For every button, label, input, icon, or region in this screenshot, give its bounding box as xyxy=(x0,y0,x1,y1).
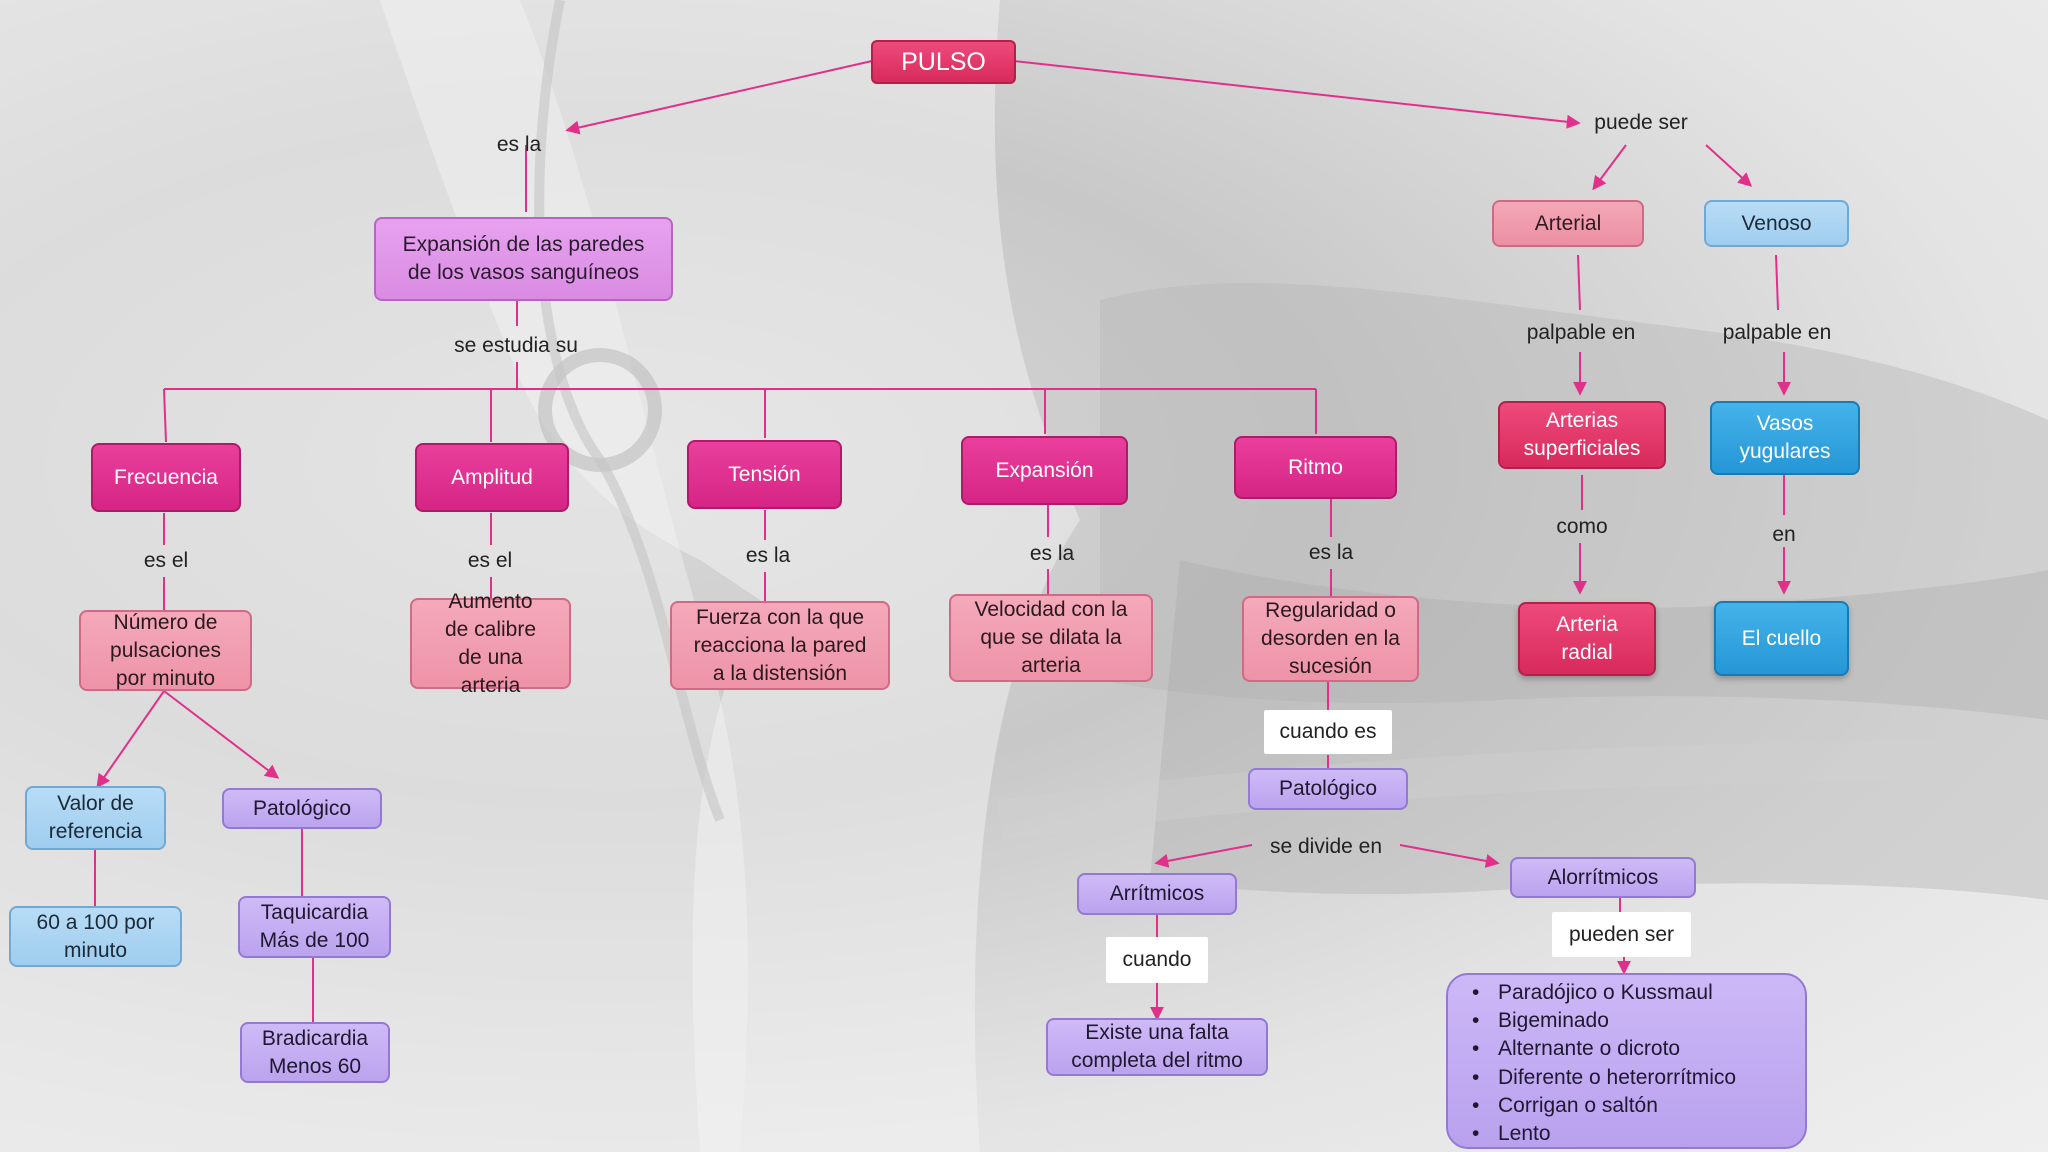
node-ritmo[interactable]: Ritmo xyxy=(1234,436,1397,499)
list-item: Bigeminado xyxy=(1472,1007,1795,1035)
node-60-a-100[interactable]: 60 a 100 por minuto xyxy=(9,906,182,967)
node-frecuencia[interactable]: Frecuencia xyxy=(91,443,241,512)
list-item: Paradójico o Kussmaul xyxy=(1472,979,1795,1007)
node-velocidad-dilata[interactable]: Velocidad con la que se dilata la arteri… xyxy=(949,594,1153,682)
list-item: Corrigan o saltón xyxy=(1472,1092,1795,1120)
node-bradicardia[interactable]: Bradicardia Menos 60 xyxy=(240,1022,390,1083)
node-taquicardia[interactable]: Taquicardia Más de 100 xyxy=(238,896,391,958)
root-node-pulso[interactable]: PULSO xyxy=(871,40,1016,84)
node-fuerza-pared[interactable]: Fuerza con la que reacciona la pared a l… xyxy=(670,601,890,690)
label-pueden-ser: pueden ser xyxy=(1552,912,1691,957)
label-palpable-en-arterial: palpable en xyxy=(1526,321,1636,344)
label-tension-es-la: es la xyxy=(745,544,791,567)
label-es-la: es la xyxy=(496,133,542,156)
label-puede-ser: puede ser xyxy=(1594,111,1688,134)
node-tension[interactable]: Tensión xyxy=(687,440,842,509)
list-item: Lento xyxy=(1472,1120,1795,1148)
label-cuando: cuando xyxy=(1106,937,1208,983)
node-el-cuello[interactable]: El cuello xyxy=(1714,601,1849,676)
label-cuando-es: cuando es xyxy=(1264,710,1392,754)
node-arterial[interactable]: Arterial xyxy=(1492,200,1644,247)
node-patologico-ritmo[interactable]: Patológico xyxy=(1248,768,1408,810)
label-ritmo-es-la: es la xyxy=(1308,541,1354,564)
node-aumento-calibre[interactable]: Aumento de calibre de una arteria xyxy=(410,590,571,697)
label-se-estudia-su: se estudia su xyxy=(454,334,578,357)
node-venoso[interactable]: Venoso xyxy=(1704,200,1849,247)
node-arteria-radial[interactable]: Arteria radial xyxy=(1518,602,1656,676)
node-numero-pulsaciones[interactable]: Número de pulsaciones por minuto xyxy=(79,610,252,691)
alorritmicos-types-list: Paradójico o Kussmaul Bigeminado Alterna… xyxy=(1446,973,1807,1149)
node-amplitud[interactable]: Amplitud xyxy=(415,443,569,512)
label-en: en xyxy=(1772,523,1796,546)
node-expansion[interactable]: Expansión xyxy=(961,436,1128,505)
label-como: como xyxy=(1556,515,1608,538)
label-se-divide-en: se divide en xyxy=(1269,835,1383,858)
node-patologico-frecuencia[interactable]: Patológico xyxy=(222,788,382,829)
node-vasos-yugulares[interactable]: Vasos yugulares xyxy=(1710,401,1860,475)
node-valor-referencia[interactable]: Valor de referencia xyxy=(25,786,166,850)
node-alorritmicos[interactable]: Alorrítmicos xyxy=(1510,857,1696,898)
node-arritmicos[interactable]: Arrítmicos xyxy=(1077,873,1237,915)
label-frecuencia-es-el: es el xyxy=(143,549,189,572)
label-palpable-en-venoso: palpable en xyxy=(1722,321,1832,344)
node-falta-ritmo[interactable]: Existe una falta completa del ritmo xyxy=(1046,1018,1268,1076)
label-amplitud-es-el: es el xyxy=(467,549,513,572)
node-arterias-superficiales[interactable]: Arterias superficiales xyxy=(1498,401,1666,469)
label-expansion-es-la: es la xyxy=(1029,542,1075,565)
node-regularidad[interactable]: Regularidad o desorden en la sucesión xyxy=(1242,596,1419,682)
list-item: Alternante o dicroto xyxy=(1472,1035,1795,1063)
definition-node[interactable]: Expansión de las paredes de los vasos sa… xyxy=(374,217,673,301)
list-item: Diferente o heterorrítmico xyxy=(1472,1064,1795,1092)
